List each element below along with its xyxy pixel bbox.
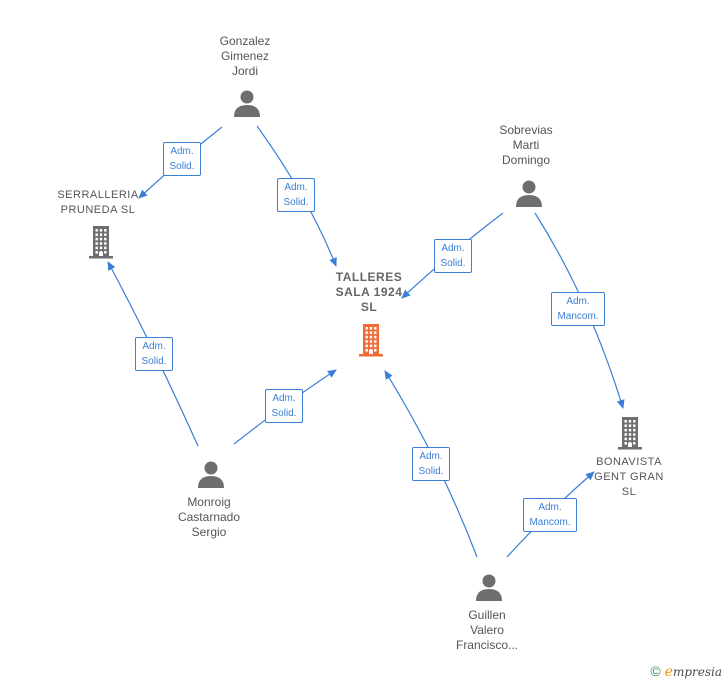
talleres-building-icon (359, 324, 383, 357)
bonavista-building-icon (618, 417, 642, 450)
gonzalez-person-icon (234, 90, 260, 117)
edge-label-gonzalez-to-talleres[interactable]: Adm. Solid. (277, 178, 315, 212)
empresia-brand: ©empresia (650, 663, 722, 680)
serralleria-building-icon (89, 226, 113, 259)
brand-initial: e (664, 664, 673, 680)
sobrevias-person-icon (516, 180, 542, 207)
edge-label-gonzalez-to-serralleria[interactable]: Adm. Solid. (163, 142, 201, 176)
copyright-symbol: © (650, 663, 661, 679)
guillen-person-icon (476, 574, 502, 601)
edge-label-sobrevias-to-talleres[interactable]: Adm. Solid. (434, 239, 472, 273)
edge-label-guillen-to-talleres[interactable]: Adm. Solid. (412, 447, 450, 481)
brand-name: mpresia (672, 665, 722, 679)
serralleria-label[interactable]: SERRALLERIA PRUNEDA SL (57, 189, 139, 216)
sobrevias-label[interactable]: Sobrevias Marti Domingo (499, 122, 553, 167)
guillen-label[interactable]: Guillen Valero Francisco... (455, 607, 518, 652)
monroig-label[interactable]: Monroig Castarnado Sergio (177, 494, 241, 539)
edge-label-guillen-to-bonavista[interactable]: Adm. Mancom. (523, 498, 577, 532)
edge-label-monroig-to-serralleria[interactable]: Adm. Solid. (135, 337, 173, 371)
monroig-person-icon (198, 461, 224, 488)
bonavista-label[interactable]: BONAVISTA GENT GRAN SL (594, 455, 664, 498)
edge-label-monroig-to-talleres[interactable]: Adm. Solid. (265, 389, 303, 423)
talleres-label[interactable]: TALLERES SALA 1924 SL (335, 269, 403, 314)
gonzalez-label[interactable]: Gonzalez Gimenez Jordi (219, 33, 271, 78)
edge-label-sobrevias-to-bonavista[interactable]: Adm. Mancom. (551, 292, 605, 326)
